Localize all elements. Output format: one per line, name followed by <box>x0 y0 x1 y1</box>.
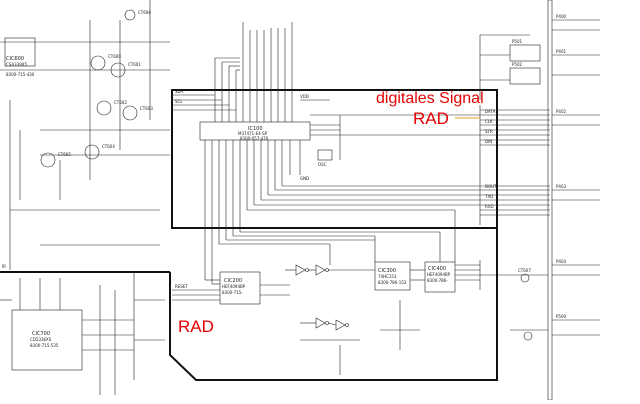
cic200-chip <box>219 271 261 305</box>
connector-p401 <box>509 67 541 85</box>
cic700-code: 8300-715-535 <box>30 343 59 348</box>
connector-p400 <box>509 44 541 62</box>
net-label-8: RXD <box>485 204 494 209</box>
transistor-label-0: CT600 <box>108 54 121 59</box>
transistor-ct607 <box>520 273 530 283</box>
cic600-part: CSA339X5 <box>6 62 28 67</box>
net-label-4: STR <box>485 129 493 134</box>
connector-label-5: P500 <box>556 314 567 319</box>
connector-label-0: P400 <box>556 14 567 19</box>
rad-module-border <box>169 89 498 381</box>
connector-label-2: P402 <box>556 109 567 114</box>
transistor-label-4: CT604 <box>102 144 115 149</box>
transistor-ct603 <box>122 105 138 121</box>
transistor-label-6: CT606 <box>138 10 151 15</box>
cic700-part: CD5336XS <box>30 337 52 342</box>
ic100-code: 8300-057-470 <box>240 136 269 141</box>
transistor-ct604 <box>84 144 100 160</box>
cic300-chip <box>374 261 411 291</box>
transistor-label-7: CT607 <box>518 268 531 273</box>
cic600-label: CIC600 <box>6 56 24 62</box>
net-label-5: DIN <box>485 139 492 144</box>
transistor-label-2: CT602 <box>114 100 127 105</box>
transistor-ct601 <box>110 62 126 78</box>
net-label-10: VDD <box>300 94 309 99</box>
component-labels: CIC600 CSA339X5 8300-715-430 IC100 M3747… <box>2 10 567 348</box>
transistor-label-1: CT601 <box>128 62 141 67</box>
ic100-part: M37471-E4-SP <box>238 131 268 136</box>
cic300-code: 8300-786-153 <box>378 280 407 285</box>
cic600-code: 8300-715-430 <box>6 72 35 77</box>
connector-label-3: P403 <box>556 184 567 189</box>
ic100-label: IC100 <box>248 126 263 132</box>
inverter-2 <box>315 264 326 276</box>
cic200-code: 8300-715- <box>222 290 243 295</box>
net-label-7: TXD <box>484 194 493 199</box>
cic200-label: CIC200 <box>224 278 242 284</box>
cic400-label: CIC400 <box>428 266 446 272</box>
digital-signal-annotation: digitales Signal <box>376 90 484 107</box>
cic700-chip <box>11 309 83 371</box>
inverter-1 <box>295 264 306 276</box>
connector-label-7: P502 <box>512 62 523 67</box>
transistor-ct605 <box>40 152 56 168</box>
cic700-label: CIC700 <box>32 331 50 337</box>
net-label-9: RESET <box>175 284 188 289</box>
transistor-label-3: CT603 <box>140 106 153 111</box>
cic300-part: 74HC153 <box>378 274 397 279</box>
transistor-ct600 <box>90 55 106 71</box>
cic400-part: HEF4094BP <box>427 272 451 277</box>
net-label-6: DOUT <box>485 184 497 189</box>
ic100-bottom-pins <box>204 140 283 252</box>
cic600-chip <box>4 37 36 67</box>
connector-label-6: P501 <box>512 39 523 44</box>
ic100-chip <box>199 121 311 141</box>
connector-label-4: P404 <box>556 259 567 264</box>
cic400-code: 8300-786- <box>427 278 448 283</box>
transistor-ct606 <box>124 9 136 21</box>
net-label-0: SDA <box>175 89 184 94</box>
cic200-part: HEF4094BP <box>222 284 246 289</box>
inverter-4 <box>335 319 346 331</box>
cic300-label: CIC300 <box>378 268 396 274</box>
ic100-top-pins <box>214 22 293 122</box>
transistor-label-5: CT605 <box>58 152 71 157</box>
net-label-13: IR <box>2 264 6 269</box>
oscillator-crystal <box>317 149 333 161</box>
transistor-ct602 <box>96 100 112 116</box>
net-label-2: DATA <box>485 109 496 114</box>
net-label-3: CLK <box>485 119 493 124</box>
rad-label-top: RAD <box>413 109 449 128</box>
rad-label-bottom: RAD <box>178 317 214 336</box>
net-label-12: OSC <box>318 162 327 167</box>
net-label-11: GND <box>300 176 309 181</box>
connector-label-1: P401 <box>556 49 567 54</box>
net-label-1: SCL <box>175 99 183 104</box>
inverter-3 <box>315 317 326 329</box>
